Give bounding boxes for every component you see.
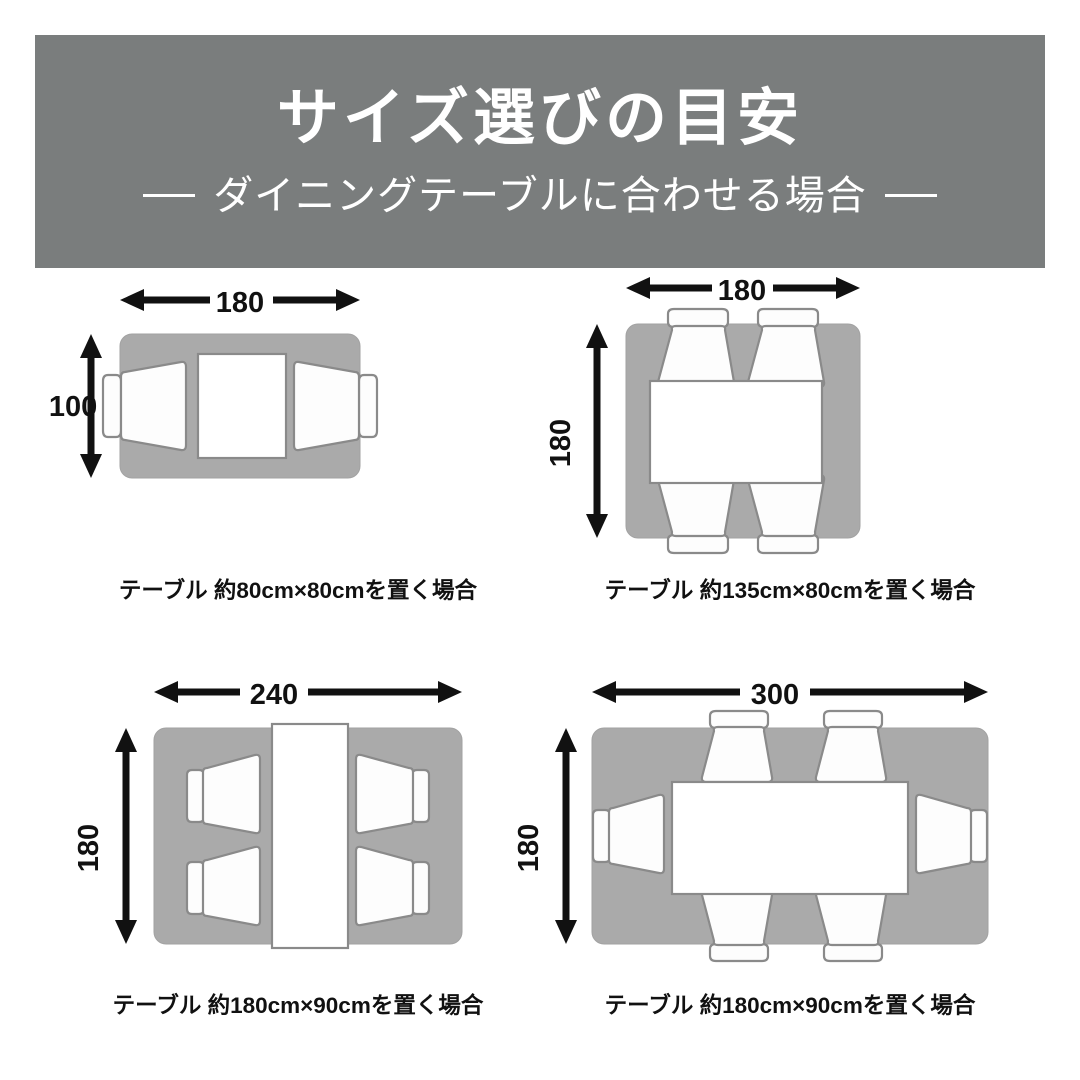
- diagram-caption: テーブル 約180cm×90cmを置く場合: [112, 993, 484, 1018]
- page-title: サイズ選びの目安: [276, 83, 804, 153]
- diagram-135x80: 180 180: [540, 268, 1040, 648]
- dimension-height-label: 180: [545, 419, 577, 467]
- chair-left: [101, 360, 188, 452]
- dimension-height-label: 180: [73, 824, 105, 872]
- rule-left-icon: [143, 194, 196, 197]
- diagram-80x80-figure: 180 100: [49, 287, 379, 479]
- subtitle-row: ダイニングテーブルに合わせる場合: [143, 176, 937, 216]
- table-surface: [270, 722, 350, 950]
- page-subtitle: ダイニングテーブルに合わせる場合: [213, 173, 867, 218]
- chair-left-top: [185, 753, 262, 835]
- chair-bottom-right: [814, 888, 888, 963]
- dimension-width-300: [592, 681, 988, 703]
- dimension-width-label: 180: [718, 275, 766, 307]
- chair-bottom-left: [700, 888, 774, 963]
- chair-top-right: [746, 307, 826, 389]
- diagram-80x80: 180 100 テーブル 約80cm×80cmを置く: [49, 268, 538, 648]
- chair-bottom-right: [746, 473, 826, 555]
- chair-right-bottom: [354, 845, 431, 927]
- dimension-width-label: 240: [250, 679, 298, 711]
- diagram-180x90-240-figure: 240 180: [73, 679, 463, 950]
- chair-top-right: [814, 709, 888, 784]
- header-banner: サイズ選びの目安 ダイニングテーブルに合わせる場合: [35, 35, 1045, 268]
- table-surface: [196, 352, 288, 460]
- chair-left: [591, 793, 666, 875]
- diagram-caption: テーブル 約80cm×80cmを置く場合: [118, 578, 478, 603]
- dimension-width-label: 180: [216, 287, 264, 319]
- chair-right: [292, 360, 379, 452]
- dimension-height-180: [586, 324, 608, 538]
- diagram-caption: テーブル 約180cm×90cmを置く場合: [604, 993, 976, 1018]
- chair-top-left: [700, 709, 774, 784]
- dimension-height-180: [555, 728, 577, 944]
- chair-bottom-left: [656, 473, 736, 555]
- diagram-180x90-300: 300 180: [513, 658, 1040, 1078]
- table-surface: [648, 379, 824, 485]
- dimension-width-label: 300: [751, 679, 799, 711]
- chair-left-bottom: [185, 845, 262, 927]
- dimension-width-180: [120, 289, 360, 311]
- chair-top-left: [656, 307, 736, 389]
- dimension-width-240: [154, 681, 462, 703]
- table-surface: [670, 780, 910, 896]
- dimension-height-label: 100: [49, 391, 97, 423]
- rule-right-icon: [884, 194, 937, 197]
- chair-right: [914, 793, 989, 875]
- chair-right-top: [354, 753, 431, 835]
- dimension-height-100: [80, 334, 102, 478]
- diagram-135x80-figure: 180 180: [545, 275, 861, 555]
- diagram-180x90-240: 240 180: [58, 658, 538, 1078]
- dimension-height-180: [115, 728, 137, 944]
- diagram-180x90-300-figure: 300 180: [513, 679, 989, 963]
- dimension-height-label: 180: [513, 824, 545, 872]
- diagram-grid: 180 100 テーブル 約80cm×80cmを置く: [0, 268, 1080, 1080]
- diagram-caption: テーブル 約135cm×80cmを置く場合: [604, 578, 976, 603]
- dimension-width-180: [626, 277, 860, 299]
